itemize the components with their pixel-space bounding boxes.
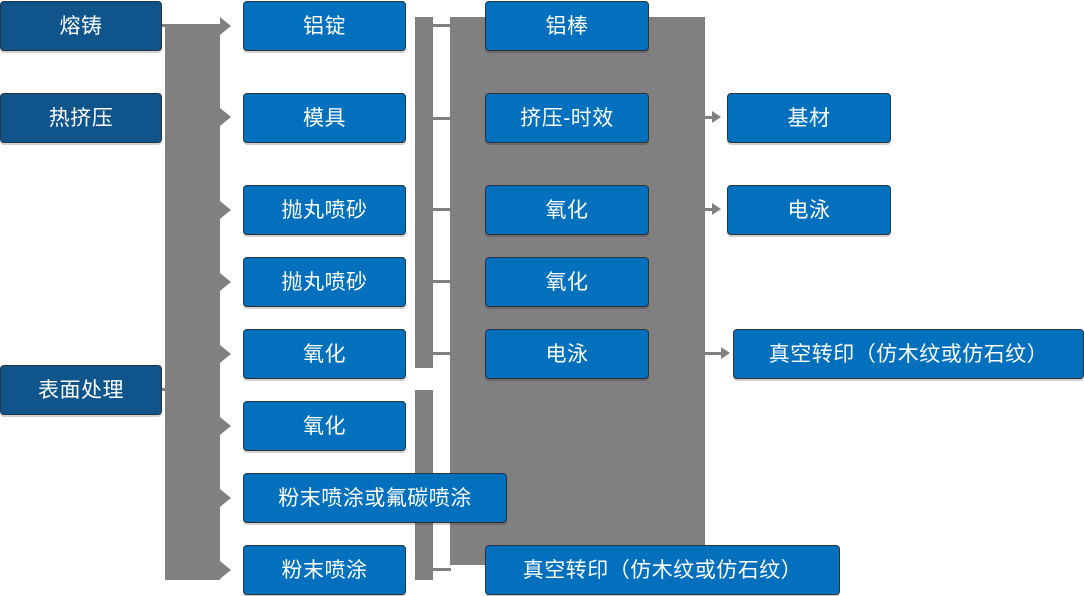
process-box-electro[interactable]: 电泳 [485,329,649,379]
material-label-shotblast-1: 抛丸喷砂 [281,198,368,222]
arrow-to-mat-shotblast-1 [220,201,231,219]
stage-label-surface: 表面处理 [38,378,124,402]
material-label-powder: 粉末喷涂 [281,558,368,582]
material-label-ingot: 铝锭 [303,14,346,38]
result-label-electro: 电泳 [787,198,831,222]
arrow-to-mat-powder [220,561,231,579]
result-box-vacuum[interactable]: 真空转印（仿木纹或仿石纹） [733,329,1084,379]
material-label-shotblast-2: 抛丸喷砂 [281,270,368,294]
arrow-to-mat-shotblast-2 [220,273,231,291]
connector-stage-trunk [165,24,220,580]
material-label-powder-fluoro: 粉末喷涂或氟碳喷涂 [278,486,472,510]
material-label-mold: 模具 [303,106,346,130]
process-label-bar: 铝棒 [545,14,589,38]
process-box-oxidation-2[interactable]: 氧化 [485,257,649,307]
process-label-oxidation-1: 氧化 [545,198,589,222]
arrow-to-mat-mold [220,108,231,126]
process-label-vacuum: 真空转印（仿木纹或仿石纹） [522,558,803,582]
tick-mat-mold [415,117,451,120]
process-box-vacuum[interactable]: 真空转印（仿木纹或仿石纹） [485,545,840,595]
result-label-vacuum: 真空转印（仿木纹或仿石纹） [768,342,1049,366]
process-box-oxidation-1[interactable]: 氧化 [485,185,649,235]
process-box-extrude[interactable]: 挤压-时效 [485,93,649,143]
material-box-ingot[interactable]: 铝锭 [243,1,406,51]
result-box-electro[interactable]: 电泳 [727,185,891,235]
arrow-to-res-electro [712,203,721,215]
arrow-to-mat-powder-fluoro [220,489,231,507]
material-box-mold[interactable]: 模具 [243,93,406,143]
material-box-powder[interactable]: 粉末喷涂 [243,545,406,595]
tick-mat-ingot [415,24,451,27]
material-box-shotblast-1[interactable]: 抛丸喷砂 [243,185,406,235]
process-label-extrude: 挤压-时效 [520,106,614,130]
result-label-substrate: 基材 [787,106,831,130]
arrow-to-res-vacuum [721,347,730,359]
arrow-line-to-res-electro [705,208,714,211]
process-label-oxidation-2: 氧化 [545,270,589,294]
arrow-line-to-res-vacuum [705,352,723,355]
connector-stage-melting-stub [162,24,170,27]
stage-box-melting[interactable]: 熔铸 [0,1,162,51]
material-label-oxidation-2: 氧化 [303,414,346,438]
stage-box-extrude[interactable]: 热挤压 [0,93,162,143]
material-box-oxidation-1[interactable]: 氧化 [243,329,406,379]
tick-mat-shotblast-1 [415,208,451,211]
tick-mat-powder [415,568,451,571]
stage-label-extrude: 热挤压 [48,106,114,130]
stage-box-surface[interactable]: 表面处理 [0,365,162,415]
process-label-electro: 电泳 [545,342,589,366]
material-box-oxidation-2[interactable]: 氧化 [243,401,406,451]
arrow-to-mat-oxidation-2 [220,417,231,435]
result-box-substrate[interactable]: 基材 [727,93,891,143]
material-box-powder-fluoro[interactable]: 粉末喷涂或氟碳喷涂 [243,473,507,523]
material-label-oxidation-1: 氧化 [303,342,346,366]
process-box-bar[interactable]: 铝棒 [485,1,649,51]
tick-mat-oxidation-1 [415,352,451,355]
arrow-to-mat-oxidation-1 [220,345,231,363]
tick-mat-shotblast-2 [415,280,451,283]
material-box-shotblast-2[interactable]: 抛丸喷砂 [243,257,406,307]
arrow-to-mat-ingot [220,17,231,35]
stage-label-melting: 熔铸 [59,14,103,38]
connector-stage-surface-stub [162,388,182,391]
connector-material-trunk [415,17,433,368]
arrow-to-res-substrate [712,111,721,123]
arrow-line-to-res-substrate [705,116,714,119]
